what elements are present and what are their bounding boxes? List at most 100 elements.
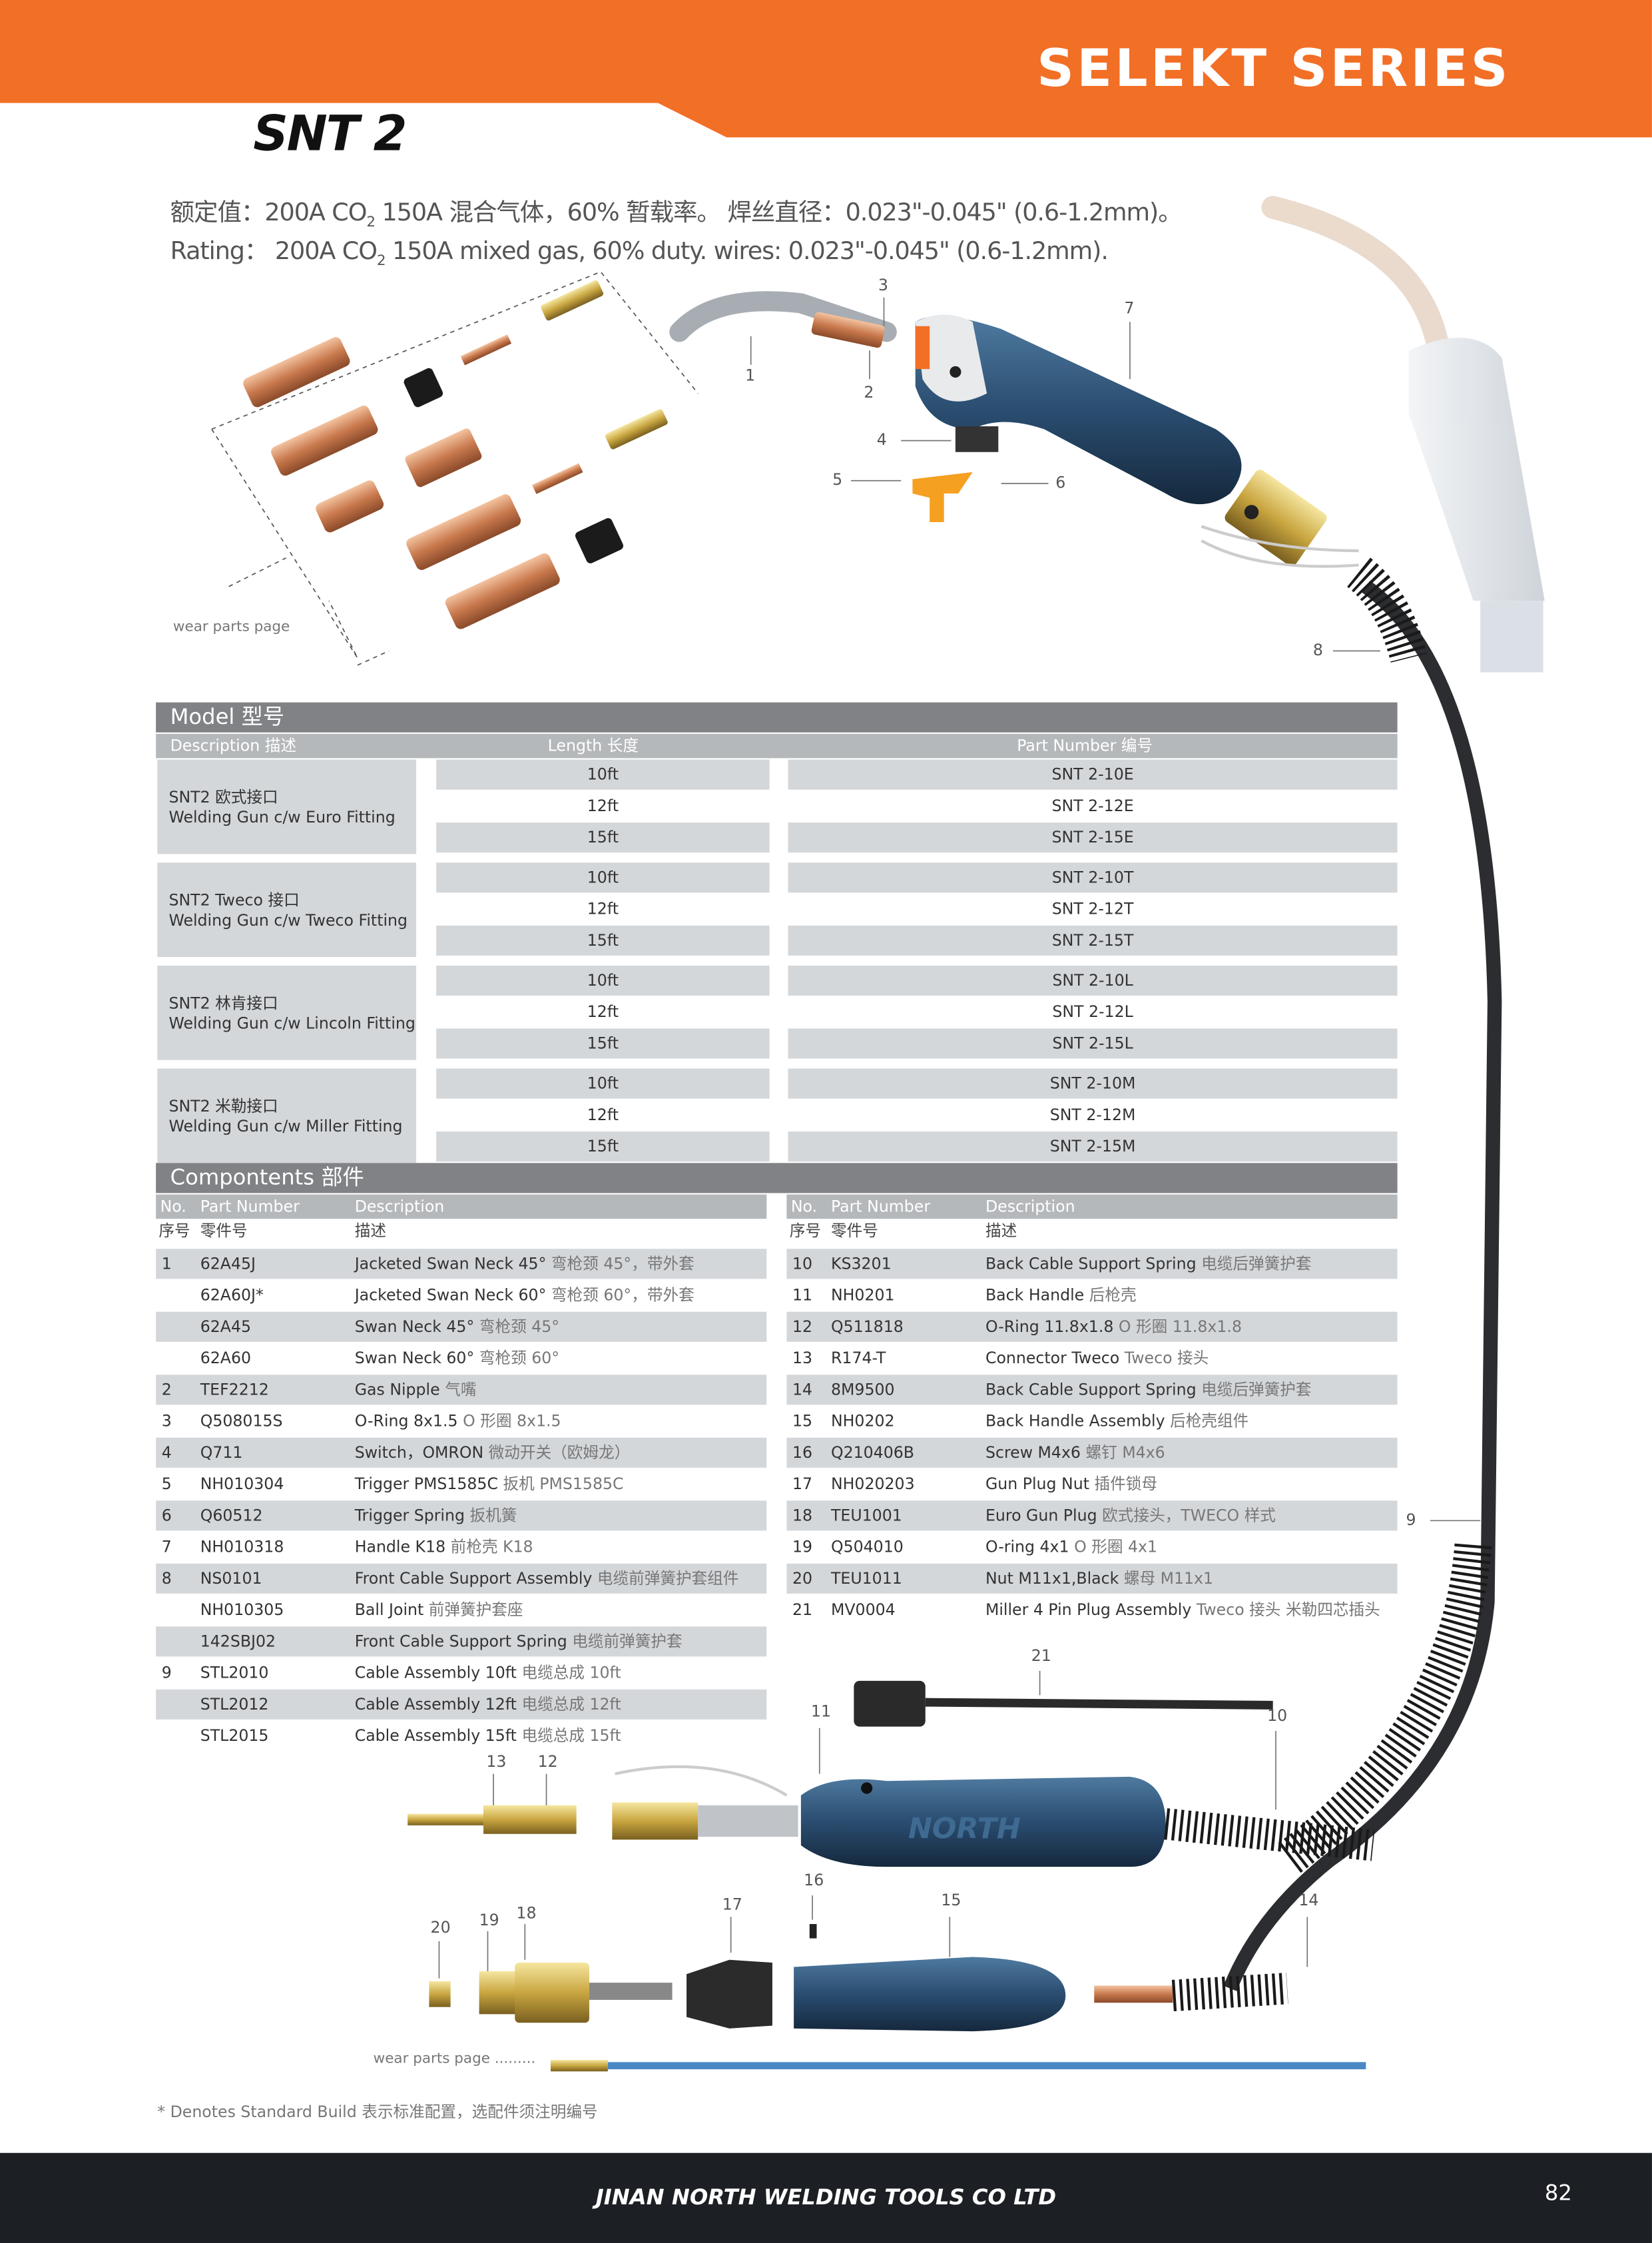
component-part-number: NH010318 [200,1538,284,1557]
component-description-cn: 电缆前弹簧护套组件 [597,1569,739,1588]
component-no: 5 [161,1474,172,1494]
header-cn-desc: 描述 [354,1221,386,1241]
component-description-en: Swan Neck 60° [354,1349,475,1368]
component-part-number: 142SBJ02 [200,1632,276,1651]
component-part-number: NH010305 [200,1600,284,1620]
component-description: Gun Plug Nut 插件锁母 [985,1469,1157,1499]
header-part: Part Number [830,1197,931,1216]
components-title: Compontents 部件 [156,1163,1398,1193]
component-description: Screw M4x6 螺钉 M4x6 [985,1438,1165,1468]
callout-14: 14 [1298,1891,1319,1910]
wear-parts-link[interactable]: wear parts page [172,619,290,635]
component-description-cn: Tweco 接头 米勒四芯插头 [1196,1600,1380,1620]
component-description-cn: 插件锁母 [1094,1474,1158,1494]
component-no: 11 [792,1286,813,1305]
component-description: Front Cable Support Assembly 电缆前弹簧护套组件 [355,1564,739,1594]
callout-7: 7 [1124,298,1135,318]
model-description-cn: SNT2 米勒接口 [168,1097,278,1116]
exploded-illustration: NORTH [211,196,1545,2072]
model-description-en: Welding Gun c/w Miller Fitting [168,1117,403,1136]
model-part-number: SNT 2-10T [788,862,1398,893]
component-description-cn: 欧式接头，TWECO 样式 [1102,1506,1276,1525]
callout-21: 21 [1031,1646,1051,1666]
component-description-en: Euro Gun Plug [985,1506,1097,1525]
model-length: 12ft [587,797,619,816]
component-description: O-ring 4x1 O 形圈 4x1 [985,1532,1157,1562]
component-description: Switch，OMRON 微动开关（欧姆龙） [355,1438,631,1468]
component-part-number: KS3201 [830,1254,892,1273]
header-part-number: Part Number 编号 [1017,737,1153,756]
model-part-number: SNT 2-10L [788,965,1398,996]
component-description-en: O-Ring 8x1.5 [354,1412,458,1431]
component-description: Swan Neck 60° 弯枪颈 60° [355,1343,559,1373]
component-no: 3 [161,1412,172,1431]
component-description-cn: 弯枪颈 60°，带外套 [551,1286,694,1305]
component-description-cn: 电缆总成 15ft [521,1726,621,1746]
component-no: 18 [792,1506,813,1525]
front-handle [912,314,1242,523]
cable-assembly [1201,470,1502,1991]
header-no: No. [790,1197,818,1216]
component-part-number: R174-T [830,1349,886,1368]
wear-parts-frame [211,271,698,666]
component-description: Jacketed Swan Neck 60° 弯枪颈 60°，带外套 [355,1280,694,1310]
rating-en: Rating： 200A CO2 150A mixed gas, 60% dut… [170,237,1109,270]
component-part-number: Q511818 [830,1317,904,1337]
component-part-number: MV0004 [830,1600,896,1620]
callout-11: 11 [810,1702,831,1722]
wear-parts-link-bottom[interactable]: wear parts page ......... [373,2051,536,2067]
callout-2: 2 [864,383,874,402]
model-length: 10ft [436,759,770,790]
component-description-cn: 电缆后弹簧护套 [1201,1254,1312,1273]
page-number: 82 [1544,2180,1572,2206]
footnote: * Denotes Standard Build 表示标准配置，选配件须注明编号 [157,2102,598,2122]
model-length: 15ft [436,1131,770,1162]
header-length: Length 长度 [547,737,639,756]
component-description: Ball Joint 前弹簧护套座 [355,1595,523,1625]
component-description: Jacketed Swan Neck 45° 弯枪颈 45°，带外套 [355,1249,694,1279]
model-description-cn: SNT2 林肯接口 [168,994,278,1013]
component-description-en: Front Cable Support Assembly [354,1569,593,1588]
component-description-cn: 前枪壳 K18 [450,1538,533,1557]
component-no: 7 [161,1538,172,1557]
component-description-cn: 电缆后弹簧护套 [1201,1380,1312,1399]
component-no: 4 [161,1443,172,1462]
component-description-cn: 后枪壳 [1089,1286,1137,1305]
component-no: 8 [161,1569,172,1588]
header-cn-part: 零件号 [200,1221,248,1241]
leader-lines [438,297,1481,1979]
component-description-cn: 螺母 M11x1 [1123,1569,1214,1588]
header-band [0,0,1652,138]
handle-logo: NORTH [908,1812,1021,1845]
component-no: 15 [792,1412,813,1431]
model-part-number: SNT 2-12E [1051,797,1134,816]
model-title: SNT 2 [253,105,407,163]
component-description-cn: O 形圈 4x1 [1074,1538,1158,1557]
component-row: NH010305 Ball Joint 前弹簧护套座 [156,1595,766,1625]
component-no: 1 [161,1254,172,1273]
assembled-gun-ghost [1261,196,1545,673]
model-description-cn: SNT2 Tweco 接口 [168,891,300,910]
component-description-en: Miller 4 Pin Plug Assembly [985,1600,1192,1620]
model-part-number: SNT 2-15E [788,822,1398,853]
component-description-en: Switch，OMRON [354,1443,484,1462]
component-description: Cable Assembly 10ft 电缆总成 10ft [355,1658,621,1688]
model-length: 12ft [587,1002,619,1022]
component-description-en: Back Handle Assembly [985,1412,1165,1431]
header-cn-no: 序号 [158,1221,190,1241]
